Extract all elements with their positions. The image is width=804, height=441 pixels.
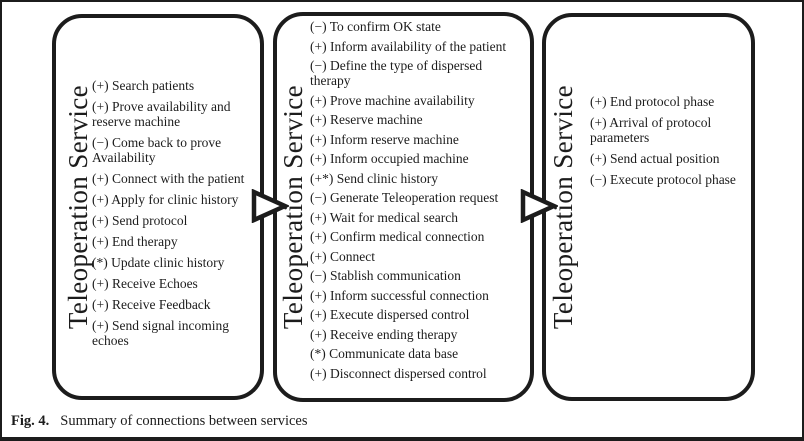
service-item: (+) Inform successful connection	[310, 287, 489, 303]
service-item: (+) Send signal incoming echoes	[92, 318, 229, 348]
service-item: (+) Inform reserve machine	[310, 131, 459, 147]
service-item: (+) Prove availability and reserve machi…	[92, 99, 231, 129]
service-item: (−) To confirm OK state	[310, 19, 441, 34]
caption-label: Fig. 4.	[11, 413, 50, 429]
service-item: (+) Inform occupied machine	[310, 151, 469, 166]
service-item: (+) Send protocol	[92, 213, 188, 228]
flow-arrow-icon	[251, 189, 289, 223]
service-item: (+) Confirm medical connection	[310, 229, 485, 244]
service-item: (+) Receive Echoes	[92, 276, 198, 291]
service-item: (+) Prove machine availability	[310, 92, 475, 108]
figure-caption: Fig. 4. Summary of connections between se…	[11, 413, 308, 430]
service-item: (−) Come back to prove Availability	[92, 135, 222, 165]
service-item: (+) Inform availability of the patient	[310, 38, 507, 54]
service-item: (+) Search patients	[92, 78, 195, 93]
service-item: (+) Apply for clinic history	[92, 192, 239, 207]
service-item: (+) Disconnect dispersed control	[310, 365, 487, 381]
service-item: (*) Communicate data base	[310, 346, 459, 361]
service-item: (+) Connect with the patient	[92, 171, 245, 186]
service-box-middle: Teleoperation Service (−) To confirm OK …	[273, 12, 534, 402]
service-item: (+) Wait for medical search	[310, 209, 458, 225]
service-item: (+) Receive ending therapy	[310, 326, 458, 342]
caption-text: Summary of connections between services	[60, 413, 308, 429]
service-box-title: Teleoperation Service	[63, 84, 93, 330]
service-item: (+) Connect	[310, 248, 375, 264]
service-item: (−) Stablish communication	[310, 268, 461, 283]
service-item: (+*) Send clinic history	[310, 170, 438, 186]
service-item: (−) Execute protocol phase	[590, 172, 736, 187]
service-item-list: (+) End protocol phase (+) Arrival of pro…	[590, 17, 748, 397]
service-item: (−) Define the type of dispersed therapy	[310, 58, 483, 88]
service-item: (*) Update clinic history	[92, 255, 225, 270]
service-item: (+) End protocol phase	[590, 94, 715, 109]
service-item-list: (+) Search patients (+) Prove availabilit…	[92, 18, 255, 396]
service-box-right: Teleoperation Service (+) End protocol p…	[542, 13, 755, 401]
service-item: (+) End therapy	[92, 234, 178, 249]
service-item-list: (−) To confirm OK state (+) Inform availa…	[310, 16, 527, 398]
flow-arrow-icon	[520, 189, 558, 223]
service-item: (+) Send actual position	[590, 151, 720, 166]
service-box-left: Teleoperation Service (+) Search patient…	[52, 14, 264, 400]
service-item: (+) Receive Feedback	[92, 297, 211, 312]
service-item: (−) Generate Teleoperation request	[310, 190, 499, 205]
service-item: (+) Arrival of protocol parameters	[590, 115, 712, 145]
service-item: (+) Reserve machine	[310, 112, 423, 127]
service-item: (+) Execute dispersed control	[310, 307, 470, 322]
